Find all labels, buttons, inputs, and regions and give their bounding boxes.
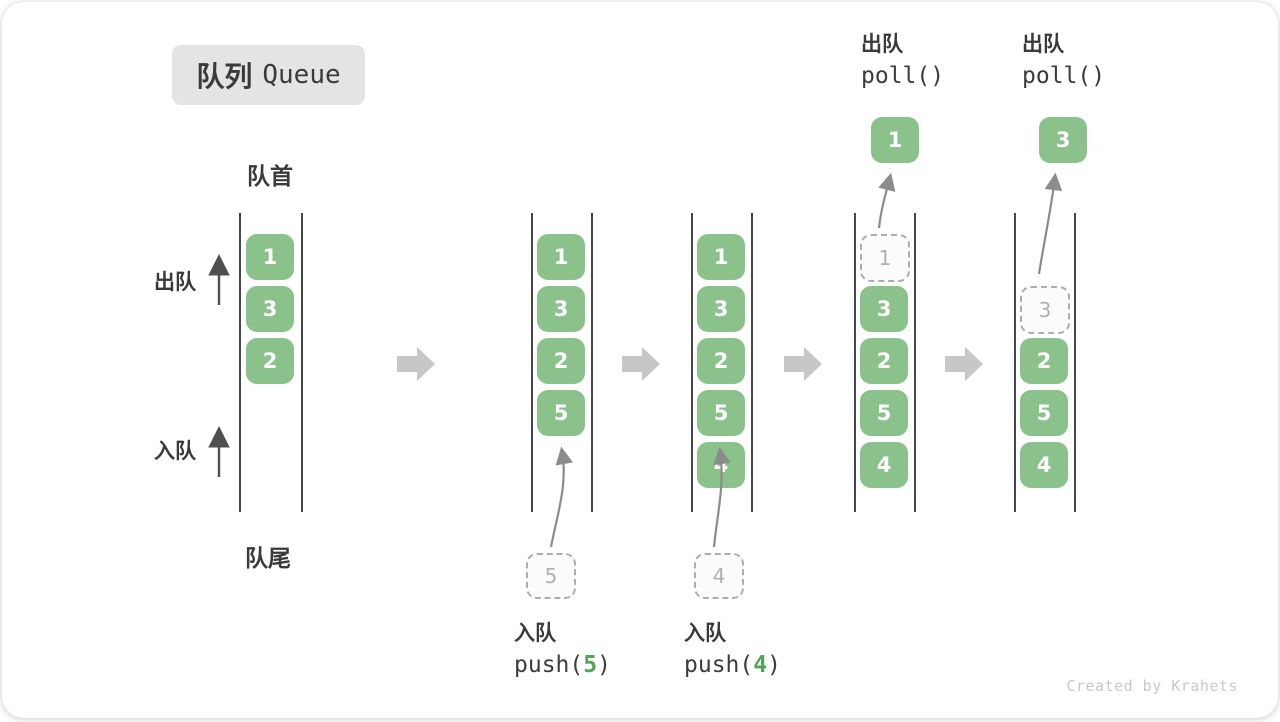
title-badge: 队列 Queue <box>172 45 365 105</box>
label-queue-rear: 队尾 <box>245 545 291 571</box>
push-code: push(5) <box>514 649 611 681</box>
queue-block: 3 <box>246 286 294 332</box>
push-arg: 4 <box>753 652 768 678</box>
polled-block: 1 <box>871 117 919 163</box>
queue5-right-wall <box>1074 213 1076 512</box>
poll-label: 出队 <box>1022 33 1064 56</box>
queue-block: 2 <box>1020 338 1068 384</box>
title-en: Queue <box>262 60 341 90</box>
push-label: 入队 <box>514 622 556 645</box>
queue4-left-wall <box>854 213 856 512</box>
label-enqueue: 入队 <box>154 440 196 463</box>
queue-block: 1 <box>246 234 294 280</box>
push-arrow <box>549 446 731 548</box>
operation-push-4: 入队 push(4) <box>684 619 781 681</box>
push-close: ) <box>597 652 611 678</box>
queue1-left-wall <box>239 213 241 512</box>
queue-block: 4 <box>860 442 908 488</box>
operation-poll-2: 出队 poll() <box>1022 30 1105 92</box>
queue-block: 3 <box>697 286 745 332</box>
operation-push-5: 入队 push(5) <box>514 619 611 681</box>
queue-block: 1 <box>537 234 585 280</box>
queue-block: 5 <box>697 390 745 436</box>
label-queue-front: 队首 <box>247 163 293 189</box>
title-zh: 队列 <box>196 61 253 92</box>
push-arg: 5 <box>583 652 598 678</box>
dequeued-slot-ghost: 3 <box>1020 286 1070 334</box>
label-dequeue: 出队 <box>154 271 196 294</box>
queue3-left-wall <box>691 213 693 512</box>
queue-block: 5 <box>860 390 908 436</box>
queue-block: 2 <box>697 338 745 384</box>
queue-block: 3 <box>860 286 908 332</box>
queue-block: 2 <box>860 338 908 384</box>
push-fn: push( <box>684 652 754 678</box>
poll-code: poll() <box>1022 63 1106 89</box>
queue2-right-wall <box>591 213 593 512</box>
queue-block: 5 <box>1020 390 1068 436</box>
queue1-right-wall <box>301 213 303 512</box>
incoming-block-ghost: 4 <box>694 553 744 599</box>
poll-code: poll() <box>861 63 945 89</box>
queue-block: 2 <box>246 338 294 384</box>
queue-block: 4 <box>1020 442 1068 488</box>
queue3-right-wall <box>751 213 753 512</box>
queue5-left-wall <box>1014 213 1016 512</box>
queue-block: 3 <box>537 286 585 332</box>
queue-block: 4 <box>697 442 745 488</box>
dequeued-slot-ghost: 1 <box>860 234 910 282</box>
incoming-block-ghost: 5 <box>526 553 576 599</box>
poll-label: 出队 <box>861 33 903 56</box>
queue2-left-wall <box>531 213 533 512</box>
watermark: Created by Krahets <box>1066 677 1238 695</box>
push-fn: push( <box>514 652 584 678</box>
queue-block: 2 <box>537 338 585 384</box>
queue4-right-wall <box>914 213 916 512</box>
polled-block: 3 <box>1039 117 1087 163</box>
push-code: push(4) <box>684 649 781 681</box>
queue-block: 5 <box>537 390 585 436</box>
operation-poll-1: 出队 poll() <box>861 30 944 92</box>
push-label: 入队 <box>684 622 726 645</box>
push-close: ) <box>767 652 781 678</box>
queue-block: 1 <box>697 234 745 280</box>
